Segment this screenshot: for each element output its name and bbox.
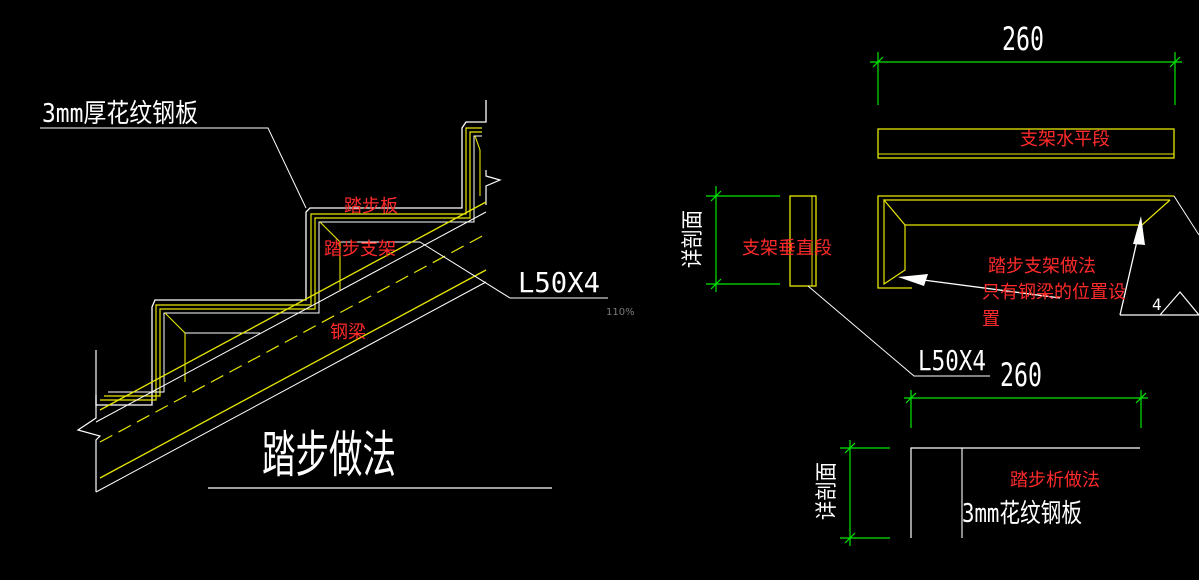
vert-dim2-tick-top (844, 442, 856, 454)
steel-beam-bottom (99, 269, 487, 479)
angle-label-left: L50X4 (518, 266, 600, 299)
left-stair-drawing: 3mm厚花纹钢板 踏步板 踏步支架 L50X4 110% 钢梁 踏步做法 (40, 99, 635, 493)
section-label-2: 详剖面 (815, 462, 840, 520)
top-dim-text: 260 (1002, 20, 1044, 58)
bottom-dim-tick-left (905, 392, 917, 404)
tread-label: 踏步板 (344, 196, 398, 217)
small-number: 4 (1152, 295, 1162, 314)
leader-plate (40, 127, 307, 209)
beam-label: 钢梁 (330, 322, 366, 343)
horizontal-segment-bar (877, 128, 1175, 159)
leader-angle-right (807, 285, 990, 377)
leader-angle (419, 241, 608, 299)
tread-plate-yellow-inner (104, 131, 482, 397)
vert-dim2-tick-bottom (844, 532, 856, 544)
break-line-top (485, 170, 502, 205)
drawing-title: 踏步做法 (262, 426, 396, 484)
bracket-method-line2: 只有钢梁的位置设 (982, 282, 1126, 303)
bracket-right-edge (1173, 195, 1199, 236)
steel-beam-white-bottom (95, 281, 487, 493)
weld-triangle (1159, 291, 1199, 316)
bracket-label: 踏步支架 (324, 239, 396, 260)
bracket-trapezoid-left (883, 200, 906, 286)
bracket-method-line1: 踏步支架做法 (988, 256, 1096, 277)
right-detail-drawing: 260 支架水平段 4 踏步支架做法 只有钢梁的位置设 置 详剖面 支架垂直段 (681, 20, 1199, 546)
break-line-bottom (76, 350, 102, 492)
tread-plate-white-inner (108, 135, 482, 393)
vertical-segment-bar (789, 195, 817, 287)
zoom-label: 110% (606, 307, 635, 318)
bottom-dim-tick-right (1135, 392, 1147, 404)
bracket-method-line3: 置 (982, 309, 1000, 330)
vertical-segment-label: 支架垂直段 (742, 238, 832, 259)
vert-dim-tick-top (710, 190, 722, 202)
tread-section-outline (910, 447, 1140, 538)
arrow-left-head (898, 274, 928, 286)
bottom-dim-text: 260 (1000, 356, 1042, 394)
tread-plate-yellow-outer (100, 127, 482, 401)
angle-label-right: L50X4 (918, 344, 986, 377)
steel-beam-white-top (95, 211, 487, 423)
horizontal-segment-label: 支架水平段 (1020, 129, 1110, 150)
steel-beam-top (99, 201, 487, 411)
tread-method-label: 踏步析做法 (1010, 470, 1100, 491)
arrow-left-line (907, 277, 1061, 299)
arrow-up-head (1133, 216, 1145, 245)
plate-label-right: 3mm花纹钢板 (962, 499, 1082, 529)
section-label-1: 详剖面 (681, 210, 706, 268)
top-dim-tick-right (1169, 56, 1181, 68)
steel-beam-center (99, 233, 487, 443)
vert-dim-tick-bottom (710, 278, 722, 290)
bracket-trapezoid-outer (877, 195, 1174, 289)
top-dim-tick-left (872, 56, 884, 68)
bracket-step-3 (474, 135, 481, 196)
plate-label: 3mm厚花纹钢板 (42, 99, 198, 129)
